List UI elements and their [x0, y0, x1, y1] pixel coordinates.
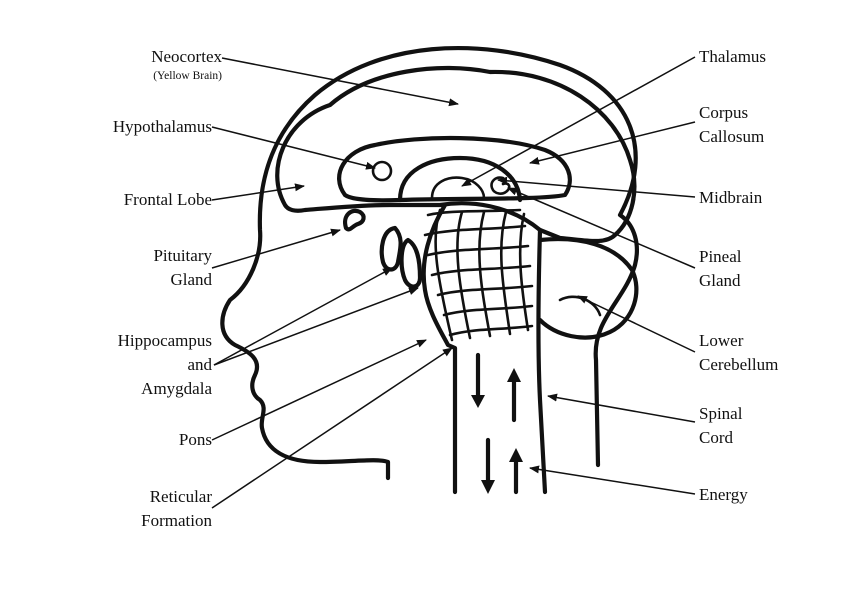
energy-text: Energy: [699, 485, 748, 504]
cerebellum-outline: [537, 237, 639, 340]
pineal-spiral: [490, 176, 511, 195]
leader-neocortex: [221, 57, 459, 107]
leader-energy: [529, 465, 696, 495]
label-pons: Pons: [179, 428, 212, 452]
pituitary-text-2: Gland: [170, 270, 212, 289]
face-profile: [220, 45, 639, 481]
hypothalamus-circle: [371, 160, 393, 182]
corpus-text-1: Corpus: [699, 103, 749, 122]
neocortex-outline: [275, 65, 637, 244]
leader-pituitary: [211, 228, 341, 269]
amygdala-blob: [399, 237, 423, 289]
leader-midbrain: [497, 176, 696, 198]
label-reticular-formation: Reticular Formation: [141, 485, 212, 533]
spinal-text-1: Spinal: [699, 404, 743, 423]
label-energy: Energy: [699, 483, 748, 507]
inner-arch: [397, 155, 523, 203]
label-hippocampus-amygdala: Hippocampus and Amygdala: [118, 329, 212, 401]
pineal-text-2: Gland: [699, 271, 741, 290]
pituitary-text-1: Pituitary: [153, 246, 212, 265]
label-frontal-lobe: Frontal Lobe: [124, 188, 212, 212]
thalamus-dome: [430, 176, 486, 200]
label-pituitary-gland: Pituitary Gland: [153, 244, 212, 292]
midbrain-text: Midbrain: [699, 188, 763, 207]
hypothalamus-text: Hypothalamus: [112, 117, 212, 136]
label-lower-cerebellum: Lower Cerebellum: [699, 329, 778, 377]
reticular-text-1: Reticular: [149, 487, 212, 506]
pons-text: Pons: [178, 430, 212, 449]
neocortex-text: Neocortex: [151, 47, 222, 66]
leader-thalamus: [461, 56, 696, 187]
label-neocortex: Neocortex (Yellow Brain): [151, 45, 222, 83]
label-spinal-cord: Spinal Cord: [699, 402, 742, 450]
spinal-text-2: Cord: [699, 428, 733, 447]
neocortex-subtext: (Yellow Brain): [153, 70, 222, 82]
cerebellum-fold: [558, 295, 602, 317]
corpus-text-2: Callosum: [699, 127, 765, 146]
leader-amygdala: [213, 287, 419, 366]
label-corpus-callosum: Corpus Callosum: [699, 101, 764, 149]
label-midbrain: Midbrain: [699, 186, 762, 210]
leader-pons: [211, 339, 427, 441]
leader-lower-cerebellum: [577, 295, 696, 353]
hippocampus-blob: [379, 225, 403, 272]
leader-hippocampus: [213, 267, 393, 366]
pituitary-blob: [343, 208, 366, 232]
thalamus-text: Thalamus: [699, 47, 767, 66]
lower-cerebellum-text-2: Cerebellum: [699, 355, 779, 374]
brainstem-left-wall: [421, 202, 458, 495]
leader-hypothalamus: [211, 126, 376, 170]
leader-corpus-callosum: [529, 121, 696, 165]
frontal-lobe-text: Frontal Lobe: [123, 190, 212, 209]
leader-frontal-lobe: [211, 183, 305, 201]
hippocampus-text-1: Hippocampus: [117, 331, 212, 350]
label-pineal-gland: Pineal Gland: [699, 245, 742, 293]
lower-cerebellum-text-1: Lower: [699, 331, 744, 350]
spinal-cord-right-wall: [536, 227, 548, 495]
head-outline: [220, 45, 639, 495]
hippocampus-text-2: and: [187, 355, 212, 374]
label-hypothalamus: Hypothalamus: [113, 115, 212, 139]
hippocampus-text-3: Amygdala: [141, 379, 212, 398]
energy-arrows: [471, 352, 523, 495]
leader-reticular: [211, 347, 453, 509]
leader-spinal-cord: [547, 393, 696, 423]
reticular-mesh: [423, 208, 534, 342]
label-thalamus: Thalamus: [699, 45, 766, 69]
leader-pineal: [507, 187, 696, 269]
reticular-text-2: Formation: [141, 511, 212, 530]
pineal-text-1: Pineal: [699, 247, 742, 266]
leader-lines: [211, 56, 696, 509]
